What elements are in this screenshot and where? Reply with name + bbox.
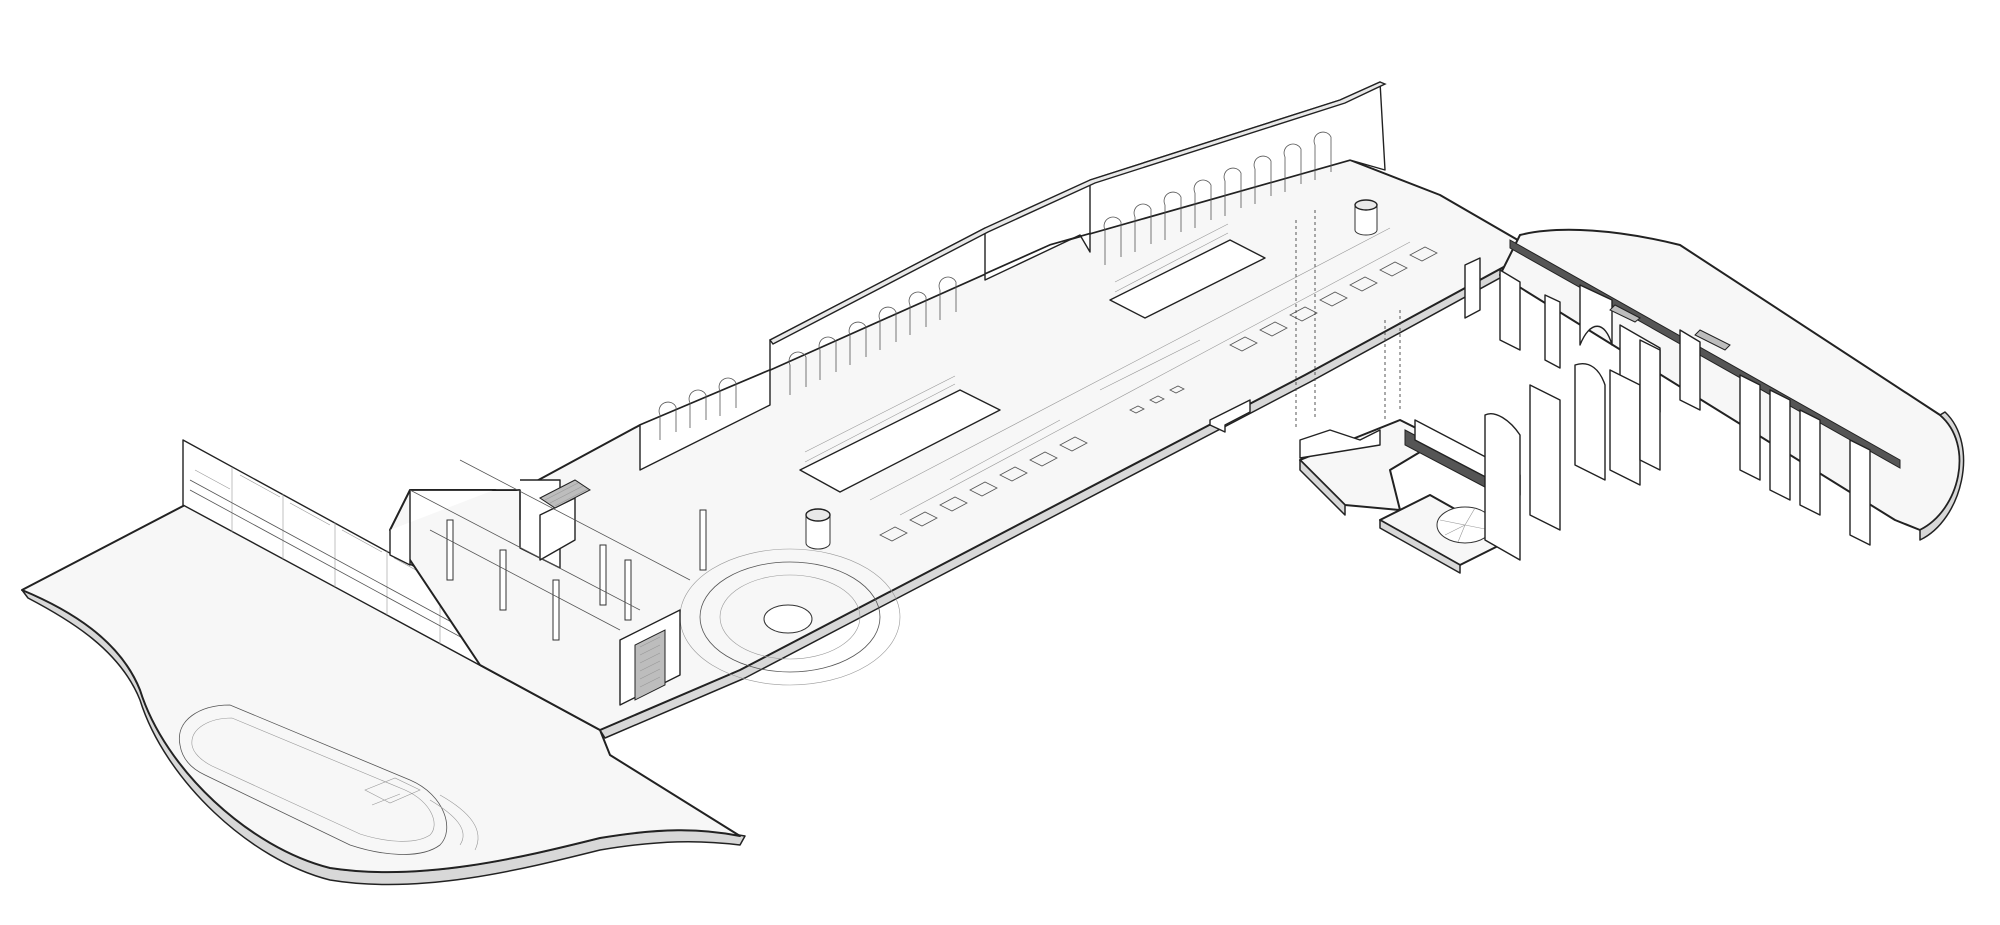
table-row-lower — [879, 436, 1088, 542]
cylinder-columns — [805, 199, 1378, 550]
right-wing — [1414, 228, 1965, 561]
main-floor-slab — [389, 159, 1541, 739]
arcade-wall — [639, 81, 1387, 550]
arched-windows — [658, 131, 1332, 440]
pool — [178, 704, 479, 855]
table-row-upper — [1229, 246, 1438, 352]
lobby-columns — [446, 509, 707, 641]
lobby-block — [389, 459, 707, 706]
lower-level-fragment — [1299, 419, 1511, 574]
projection-lines — [1295, 210, 1401, 430]
